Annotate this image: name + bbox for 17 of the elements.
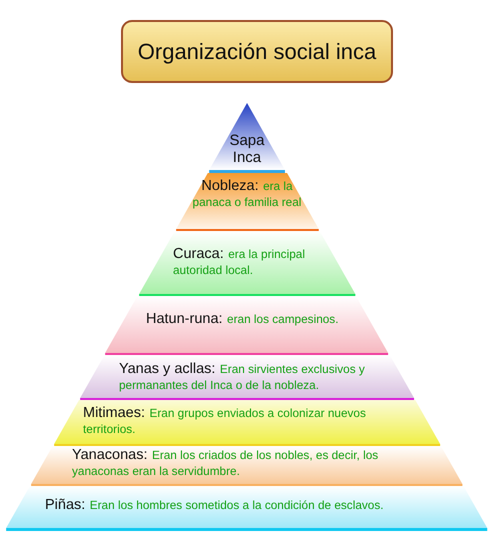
tier-description: Mitimaes: Eran grupos enviados a colonizar nuevos territorios.	[82, 405, 367, 437]
pyramid-tier	[208, 103, 286, 173]
pyramid-tier	[138, 231, 356, 297]
pyramid-tier	[30, 446, 464, 487]
tier-description: Piñas: Eran los hombres sometidos a la condición de esclavos.	[44, 497, 385, 513]
pyramid-tier	[52, 400, 442, 447]
tier-label: Sapa Inca	[228, 132, 266, 166]
tier-description: Curaca: era la principal autoridad local.	[172, 246, 306, 278]
tier-description: Yanaconas: Eran los criados de los nobles, es decir, los yanaconas eran la servidumbre.	[72, 447, 380, 479]
tier-description: Nobleza: era la panaca o familia real	[192, 178, 302, 210]
pyramid-tier	[78, 355, 416, 401]
pyramid-tier	[5, 486, 489, 531]
pyramid-tier	[174, 173, 320, 232]
title-banner: Organización social inca	[121, 20, 393, 83]
pyramid-tier	[104, 296, 390, 356]
tier-description: Hatun-runa: eran los campesinos.	[146, 311, 340, 327]
tier-description: Yanas y acllas: Eran sirvientes exclusivos y permanantes del Inca o de la nobleza.	[118, 361, 366, 393]
